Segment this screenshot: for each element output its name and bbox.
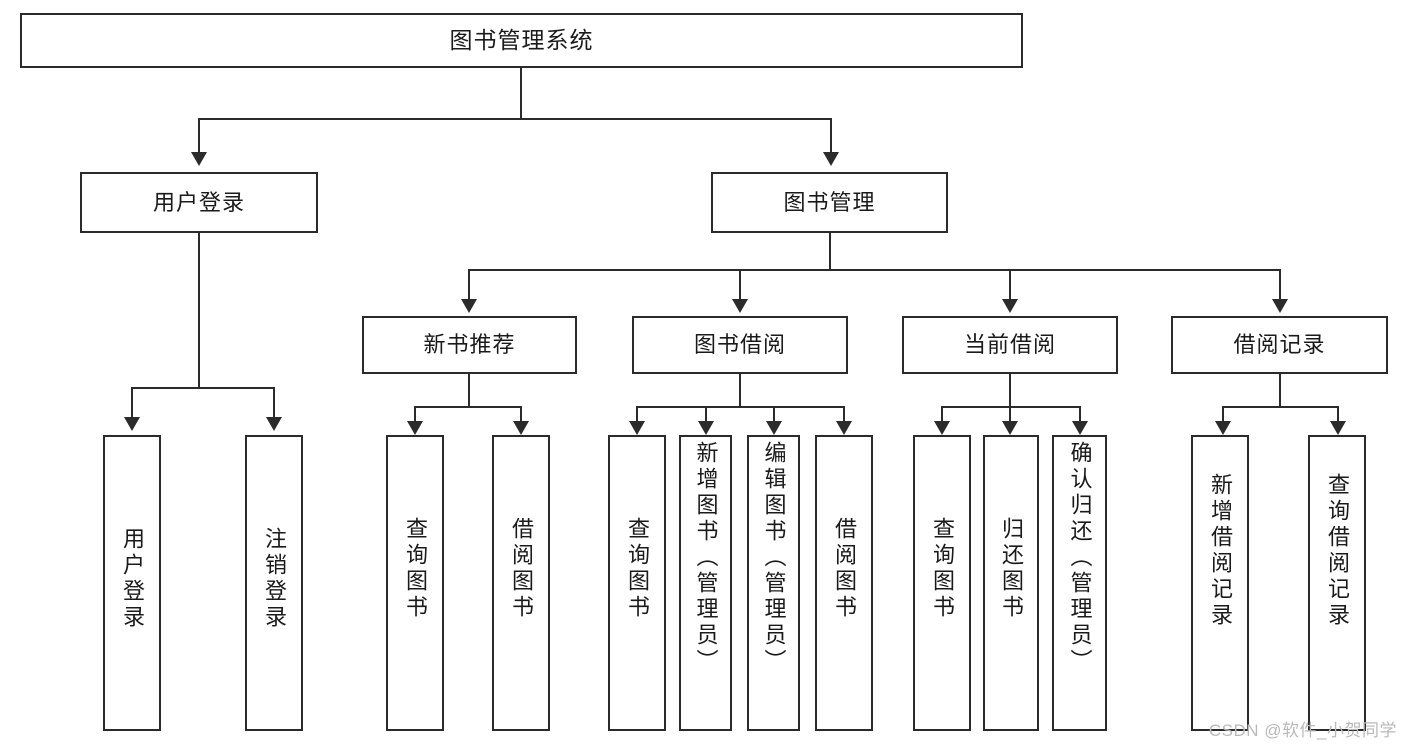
node-book-management-label: 图书管理	[783, 189, 876, 215]
node-root[interactable]: 图书管理系统	[20, 13, 1023, 68]
node-leaf-borrow-book-1-label: 借阅图书	[509, 517, 534, 621]
edge-nbr-stem	[468, 374, 470, 407]
edge-cb-stem	[1009, 374, 1011, 407]
edge-br-bus	[1222, 406, 1339, 408]
edge-cb-drop-1	[941, 406, 943, 428]
edge-nbr-drop-2	[520, 406, 522, 428]
node-leaf-confirm-return[interactable]: 确认归还（管理员）	[1052, 435, 1107, 731]
edge-bm-drop-2	[739, 269, 741, 301]
node-borrow-record-label: 借阅记录	[1233, 332, 1326, 357]
node-leaf-borrow-book-2[interactable]: 借阅图书	[815, 435, 873, 731]
node-leaf-user-login-label: 用户登录	[120, 527, 145, 631]
node-leaf-add-record[interactable]: 新增借阅记录	[1191, 435, 1249, 731]
node-borrow-record[interactable]: 借阅记录	[1171, 316, 1388, 374]
node-leaf-borrow-book-1[interactable]: 借阅图书	[492, 435, 550, 731]
node-leaf-query-book-3-label: 查询图书	[930, 517, 955, 621]
edge-bb-bus	[636, 406, 845, 408]
node-leaf-query-book-1-label: 查询图书	[403, 517, 428, 621]
arrowhead-leaf-query-book-3	[934, 421, 950, 435]
node-leaf-add-record-label: 新增借阅记录	[1208, 473, 1233, 629]
arrowhead-leaf-logout-login	[266, 417, 282, 431]
node-leaf-edit-book-label: 编辑图书（管理员）	[761, 441, 787, 675]
arrowhead-leaf-confirm-return	[1072, 421, 1088, 435]
arrowhead-book-management	[823, 152, 839, 166]
edge-bb-drop-2	[705, 406, 707, 428]
node-book-borrow[interactable]: 图书借阅	[632, 316, 848, 374]
node-leaf-query-record[interactable]: 查询借阅记录	[1308, 435, 1366, 731]
edge-root-to-user-login	[198, 118, 200, 154]
node-leaf-query-record-label: 查询借阅记录	[1325, 473, 1350, 629]
node-leaf-return-book-label: 归还图书	[999, 517, 1024, 621]
edge-book-management-bus	[468, 269, 1280, 271]
edge-br-drop-1	[1222, 406, 1224, 428]
node-user-login-label: 用户登录	[152, 189, 245, 215]
edge-user-login-drop-2	[273, 387, 275, 419]
arrowhead-leaf-borrow-book-1	[513, 421, 529, 435]
node-leaf-return-book[interactable]: 归还图书	[983, 435, 1039, 731]
node-leaf-confirm-return-label: 确认归还（管理员）	[1067, 441, 1093, 675]
edge-cb-drop-2	[1009, 406, 1011, 428]
node-leaf-query-book-2-label: 查询图书	[625, 517, 650, 621]
arrowhead-new-book-recommend	[461, 299, 477, 313]
arrowhead-current-borrow	[1002, 299, 1018, 313]
node-leaf-logout-login[interactable]: 注销登录	[245, 435, 303, 731]
arrowhead-leaf-query-record	[1330, 421, 1346, 435]
node-leaf-user-login[interactable]: 用户登录	[103, 435, 161, 731]
edge-bm-drop-3	[1009, 269, 1011, 301]
arrowhead-leaf-add-record	[1215, 421, 1231, 435]
arrowhead-book-borrow	[732, 299, 748, 313]
edge-bb-drop-1	[636, 406, 638, 428]
edge-bb-drop-3	[773, 406, 775, 428]
edge-bm-drop-1	[468, 269, 470, 301]
edge-user-login-stem	[198, 233, 200, 388]
edge-root-bus	[198, 118, 832, 120]
node-current-borrow-label: 当前借阅	[963, 332, 1056, 357]
node-book-borrow-label: 图书借阅	[693, 332, 786, 357]
edge-bb-drop-4	[843, 406, 845, 428]
node-leaf-logout-login-label: 注销登录	[262, 527, 287, 631]
node-book-management[interactable]: 图书管理	[711, 172, 948, 233]
edge-cb-bus	[941, 406, 1081, 408]
arrowhead-borrow-record	[1272, 299, 1288, 313]
node-leaf-query-book-2[interactable]: 查询图书	[608, 435, 666, 731]
edge-nbr-bus	[414, 406, 522, 408]
arrowhead-leaf-add-book	[698, 421, 714, 435]
node-leaf-add-book[interactable]: 新增图书（管理员）	[679, 435, 732, 731]
edge-user-login-drop-1	[131, 387, 133, 419]
node-current-borrow[interactable]: 当前借阅	[902, 316, 1118, 374]
arrowhead-leaf-query-book-2	[629, 421, 645, 435]
arrowhead-leaf-user-login	[124, 417, 140, 431]
edge-br-drop-2	[1337, 406, 1339, 428]
arrowhead-user-login	[191, 152, 207, 166]
node-leaf-add-book-label: 新增图书（管理员）	[693, 441, 719, 675]
node-leaf-borrow-book-2-label: 借阅图书	[832, 517, 857, 621]
node-leaf-query-book-1[interactable]: 查询图书	[386, 435, 444, 731]
arrowhead-leaf-edit-book	[766, 421, 782, 435]
node-new-book-recommend-label: 新书推荐	[423, 332, 516, 357]
edge-bm-drop-4	[1279, 269, 1281, 301]
watermark-text: CSDN @软件_小贺同学	[1208, 721, 1397, 740]
edge-br-stem	[1279, 374, 1281, 407]
arrowhead-leaf-borrow-book-2	[836, 421, 852, 435]
edge-root-stem	[520, 68, 522, 119]
edge-cb-drop-3	[1079, 406, 1081, 428]
node-new-book-recommend[interactable]: 新书推荐	[362, 316, 577, 374]
edge-bb-stem	[739, 374, 741, 407]
node-leaf-query-book-3[interactable]: 查询图书	[913, 435, 971, 731]
edge-book-management-stem	[829, 233, 831, 270]
node-root-label: 图书管理系统	[449, 27, 594, 53]
node-user-login[interactable]: 用户登录	[80, 172, 318, 233]
edge-nbr-drop-1	[414, 406, 416, 428]
edge-user-login-bus	[131, 387, 275, 389]
edge-root-to-book-management	[830, 118, 832, 154]
arrowhead-leaf-return-book	[1002, 421, 1018, 435]
node-leaf-edit-book[interactable]: 编辑图书（管理员）	[747, 435, 800, 731]
arrowhead-leaf-query-book-1	[407, 421, 423, 435]
